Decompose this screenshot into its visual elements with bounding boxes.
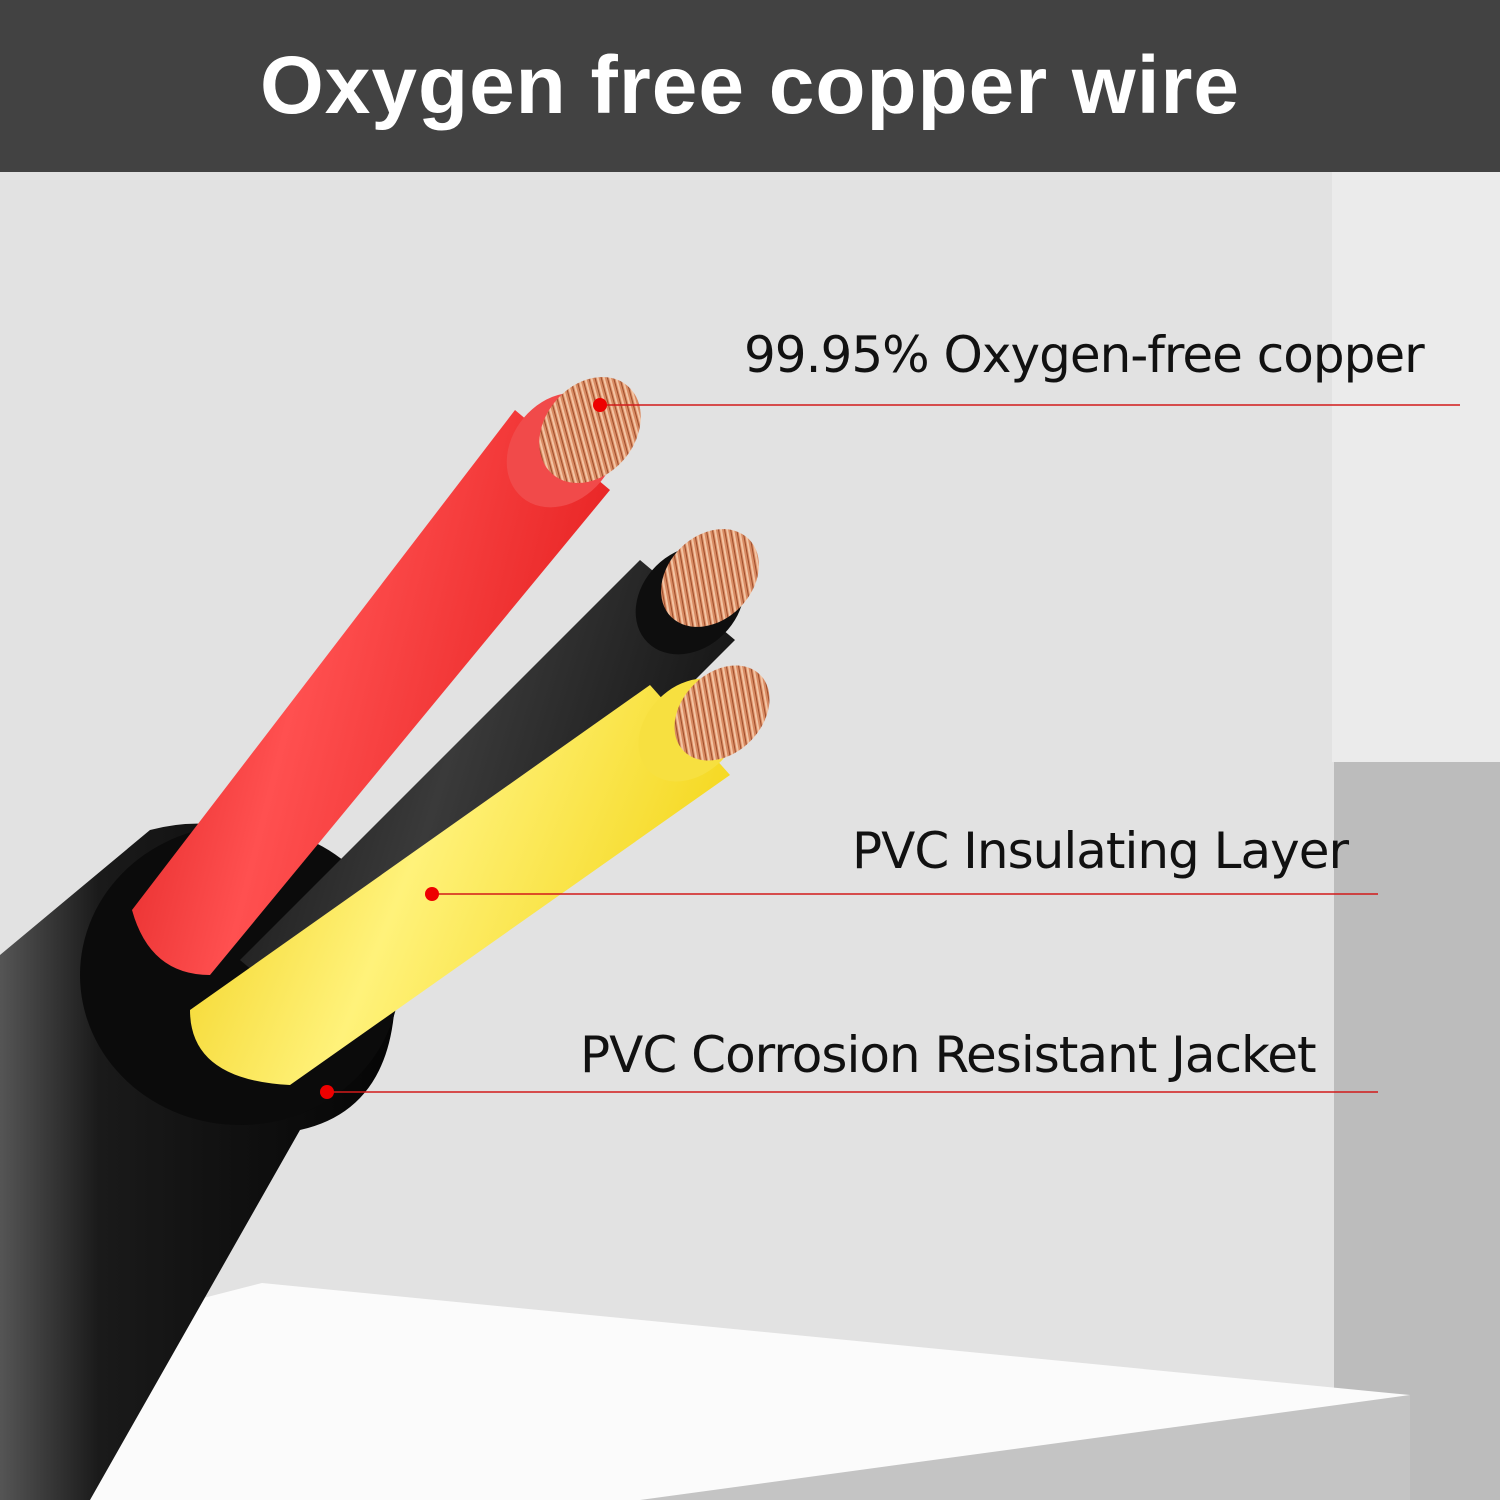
callout-label-jacket: PVC Corrosion Resistant Jacket [580,1026,1317,1084]
callout-leader-jacket [320,1085,1378,1099]
wall-panel-lower [1334,762,1500,1500]
copper-strands-black [661,529,759,627]
cable-illustration [0,172,1500,1500]
callout-leader-copper [593,398,1460,412]
callout-label-insulation: PVC Insulating Layer [852,822,1349,880]
wall-panel-upper [1332,172,1500,762]
product-illustration [0,172,1500,1500]
header-banner: Oxygen free copper wire [0,0,1500,172]
red-core [132,410,610,975]
pedestal-side [640,1395,1410,1500]
page-title: Oxygen free copper wire [259,40,1240,131]
copper-strands-yellow [674,665,770,761]
copper-strands-red [539,376,641,484]
yellow-core [190,685,730,1085]
callout-label-copper: 99.95% Oxygen-free copper [744,326,1425,384]
callout-leader-insulation [425,887,1378,901]
